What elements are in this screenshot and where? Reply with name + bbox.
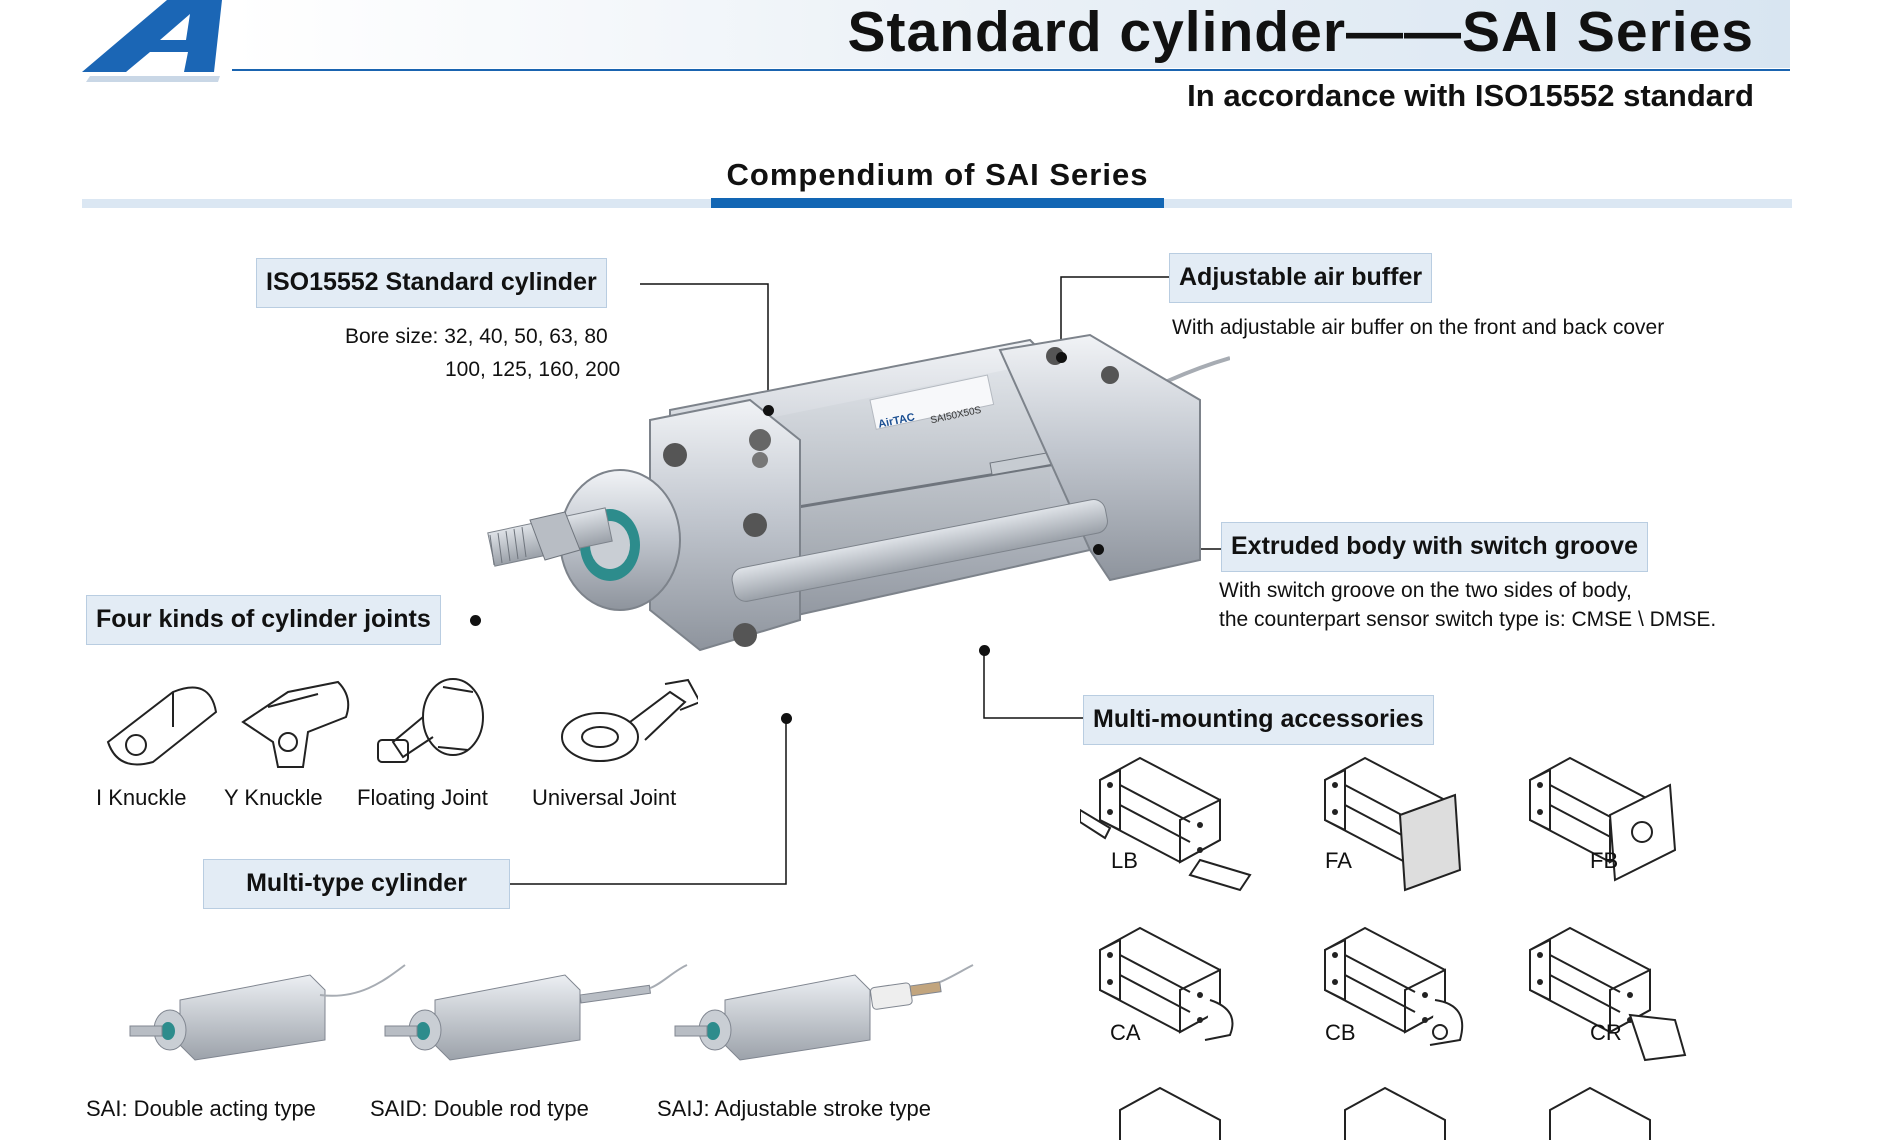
extruded-desc-line1: With switch groove on the two sides of b… xyxy=(1219,579,1632,602)
said-cylinder-image xyxy=(384,964,688,1061)
iso-standard-callout: ISO15552 Standard cylinder xyxy=(256,258,607,308)
bore-size-line1: Bore size: 32, 40, 50, 63, 80 xyxy=(345,325,608,348)
joint-label-floating: Floating Joint xyxy=(357,785,488,810)
joint-label-i-knuckle: I Knuckle xyxy=(96,785,187,810)
callout-dot-buffer xyxy=(1056,352,1067,363)
page-subtitle: In accordance with ISO15552 standard xyxy=(1187,78,1754,113)
ca-mount-icon xyxy=(1099,927,1234,1041)
multi-type-label-said: SAID: Double rod type xyxy=(370,1096,589,1121)
section-title: Compendium of SAI Series xyxy=(726,157,1149,192)
multi-type-cylinders xyxy=(129,964,974,1061)
mount-label-fa: FA xyxy=(1325,848,1352,873)
joint-icons-row xyxy=(106,678,698,768)
air-buffer-desc: With adjustable air buffer on the front … xyxy=(1172,316,1665,339)
extruded-desc-line2: the counterpart sensor switch type is: C… xyxy=(1219,608,1717,631)
universal-joint-icon xyxy=(561,678,698,762)
multi-type-callout: Multi-type cylinder xyxy=(203,859,510,909)
cylinder-joints-callout: Four kinds of cylinder joints xyxy=(86,595,441,645)
brand-logo xyxy=(82,0,222,82)
joint-label-universal: Universal Joint xyxy=(532,785,677,810)
sai-cylinder-image xyxy=(129,964,406,1061)
section-underline xyxy=(711,198,1164,208)
cr-mount-icon xyxy=(1529,927,1687,1062)
saij-cylinder-image xyxy=(674,964,974,1061)
extruded-body-callout: Extruded body with switch groove xyxy=(1221,522,1648,572)
floating-joint-icon xyxy=(377,678,484,763)
multi-type-label-saij: SAIJ: Adjustable stroke type xyxy=(657,1096,931,1121)
callout-dot-iso xyxy=(763,405,774,416)
mount-label-cr: CR xyxy=(1590,1020,1622,1045)
title-rule xyxy=(232,69,1790,71)
lb-mount-icon xyxy=(1080,757,1252,892)
i-knuckle-icon xyxy=(106,686,218,766)
mounting-accessories-callout: Multi-mounting accessories xyxy=(1083,695,1434,745)
title-band xyxy=(232,0,1790,68)
mount-label-cb: CB xyxy=(1325,1020,1356,1045)
bore-size-line2: 100, 125, 160, 200 xyxy=(445,358,621,381)
joint-label-y-knuckle: Y Knuckle xyxy=(224,785,323,810)
callout-dot-multitype xyxy=(781,713,792,724)
page-title: Standard cylinder——SAI Series xyxy=(847,0,1754,64)
y-knuckle-icon xyxy=(241,680,350,768)
mounting-accessories-grid xyxy=(1080,757,1687,1140)
mount-label-ca: CA xyxy=(1110,1020,1141,1045)
cb-mount-icon xyxy=(1324,927,1464,1046)
callout-dot-mounting xyxy=(979,645,990,656)
mount-label-fb: FB xyxy=(1590,848,1619,873)
cylinder-illustration xyxy=(487,333,1230,652)
multi-type-label-sai: SAI: Double acting type xyxy=(86,1096,316,1121)
callout-dot-joints xyxy=(470,615,481,626)
callout-dot-extruded xyxy=(1093,544,1104,555)
mount-label-lb: LB xyxy=(1111,848,1138,873)
air-buffer-callout: Adjustable air buffer xyxy=(1169,253,1433,303)
fb-mount-icon xyxy=(1529,757,1677,882)
fa-mount-icon xyxy=(1324,757,1462,892)
